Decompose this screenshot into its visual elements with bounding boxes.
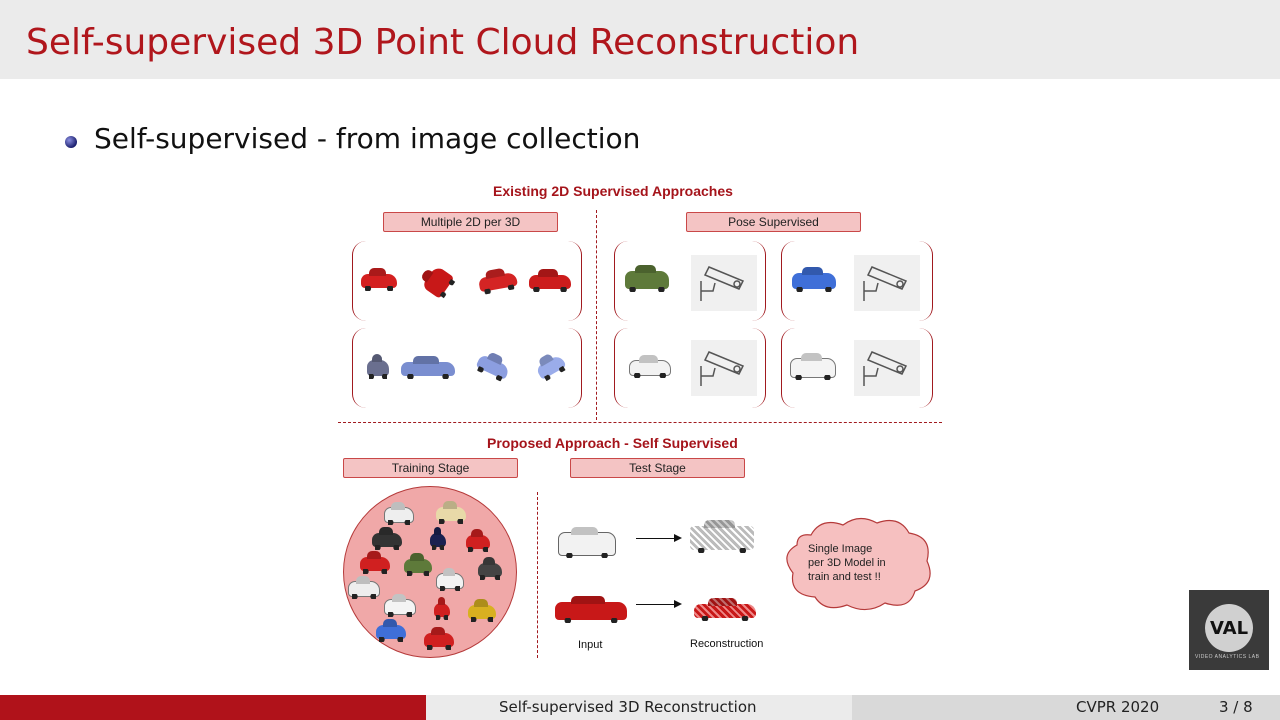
car-image: [401, 362, 455, 379]
car-image: [424, 633, 454, 650]
bullet-icon: [65, 136, 77, 148]
stage-divider: [537, 492, 538, 658]
camera-icon: [854, 340, 920, 396]
car-image: [376, 625, 406, 642]
vertical-divider: [596, 210, 597, 420]
car-image: [421, 265, 455, 299]
camera-icon: [691, 340, 757, 396]
input-ambulance-image: [558, 532, 616, 558]
car-image: [478, 563, 502, 580]
car-image: [360, 557, 390, 574]
cloud-line: Single Image: [808, 543, 873, 555]
car-image: [434, 603, 450, 620]
arrow-icon: [636, 600, 682, 608]
car-image: [790, 358, 836, 380]
group-pose-van: [781, 328, 933, 408]
footer-title: Self-supervised 3D Reconstruction: [499, 698, 757, 716]
title-bar: Self-supervised 3D Point Cloud Reconstru…: [0, 0, 1280, 79]
car-image: [629, 360, 671, 378]
footer-page-number: 3 / 8: [1219, 698, 1253, 716]
tag-test-stage: Test Stage: [570, 458, 745, 478]
bullet-text: Self-supervised - from image collection: [94, 122, 641, 155]
car-image: [430, 533, 446, 550]
existing-approaches-title: Existing 2D Supervised Approaches: [493, 183, 733, 199]
car-image: [625, 271, 669, 292]
reconstruction-ambulance-image: [690, 526, 754, 553]
group-pose-police: [614, 328, 766, 408]
group-red-cars: [352, 241, 582, 321]
car-image: [436, 573, 464, 591]
cloud-text: Single Image per 3D Model in train and t…: [808, 542, 918, 584]
input-red-car-image: [555, 602, 627, 623]
tag-training-stage: Training Stage: [343, 458, 518, 478]
car-image: [348, 581, 380, 599]
footer-left: [0, 695, 426, 720]
cloud-line: per 3D Model in: [808, 557, 886, 569]
group-pose-jeep: [614, 241, 766, 321]
footer-bar: Self-supervised 3D Reconstruction CVPR 2…: [0, 695, 1280, 720]
group-pose-blue: [781, 241, 933, 321]
logo-circle: [1205, 604, 1253, 652]
val-logo: VAL VIDEO ANALYTICS LAB: [1189, 590, 1269, 670]
car-image: [384, 599, 416, 617]
car-image: [466, 535, 490, 552]
group-blue-cars: [352, 328, 582, 408]
arrow-icon: [636, 534, 682, 542]
logo-subtitle: VIDEO ANALYTICS LAB: [1195, 654, 1260, 660]
car-image: [535, 353, 567, 381]
cloud-line: train and test !!: [808, 571, 881, 583]
reconstruction-label: Reconstruction: [690, 638, 764, 650]
slide-title: Self-supervised 3D Point Cloud Reconstru…: [26, 22, 860, 63]
proposed-approach-title: Proposed Approach - Self Supervised: [487, 435, 738, 451]
footer-right: CVPR 2020 3 / 8: [852, 695, 1280, 720]
car-image: [529, 275, 571, 292]
tag-multiple-2d: Multiple 2D per 3D: [383, 212, 558, 232]
reconstruction-red-car-image: [694, 604, 756, 621]
input-label: Input: [578, 639, 603, 651]
camera-icon: [854, 255, 920, 311]
car-image: [404, 559, 432, 576]
tag-pose-supervised: Pose Supervised: [686, 212, 861, 232]
car-image: [468, 605, 496, 622]
training-collection-circle: [343, 486, 517, 658]
car-image: [478, 271, 518, 293]
logo-mark: VAL: [1209, 618, 1249, 639]
footer-center: Self-supervised 3D Reconstruction: [426, 695, 852, 720]
car-image: [436, 507, 466, 524]
car-image: [792, 273, 836, 292]
car-image: [372, 533, 402, 550]
horizontal-divider: [338, 422, 942, 423]
cloud-callout: [786, 517, 931, 611]
car-image: [384, 507, 414, 525]
footer-venue: CVPR 2020: [1076, 698, 1160, 716]
camera-icon: [691, 255, 757, 311]
car-image: [361, 274, 397, 291]
car-image: [475, 353, 511, 381]
car-image: [367, 360, 389, 379]
